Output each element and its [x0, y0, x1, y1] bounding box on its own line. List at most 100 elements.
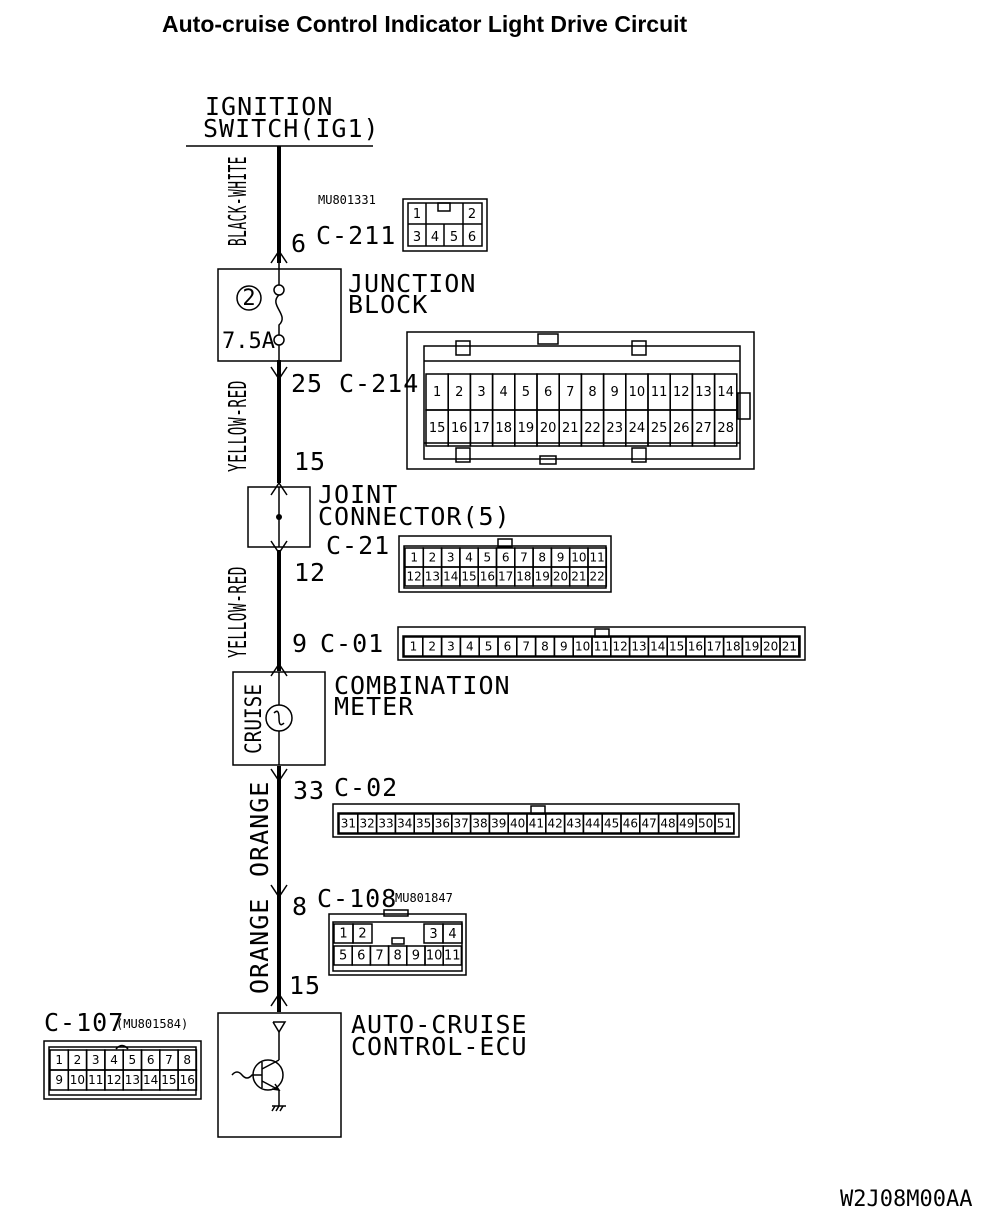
connector-pin: 12 — [613, 640, 628, 654]
combination-meter-label-2: METER — [334, 692, 414, 721]
terminal-icon — [272, 1021, 287, 1034]
connector-pin: 6 — [468, 230, 476, 245]
connector-pin: 16 — [180, 1073, 195, 1087]
connector-pin: 19 — [518, 421, 535, 436]
connector-pin: 22 — [590, 570, 605, 584]
connector-pin: 9 — [557, 551, 565, 565]
connector-pin: 8 — [538, 551, 546, 565]
connector-pin: 17 — [473, 421, 490, 436]
connector-pin: 5 — [450, 230, 458, 245]
lamp-filament-icon — [273, 710, 285, 726]
connector-pin: 2 — [358, 927, 366, 942]
connector-pin: 10 — [629, 385, 646, 400]
fuse-terminal-icon — [273, 284, 285, 296]
connector-part-c107: (MU801584) — [116, 1017, 188, 1031]
pin-number: 15 — [289, 971, 321, 1000]
connector-pin: 20 — [763, 640, 778, 654]
connector-pin: 9 — [560, 640, 568, 654]
connector-pin: 1 — [410, 551, 418, 565]
connector-pin: 17 — [707, 640, 722, 654]
connector-pin: 3 — [92, 1053, 100, 1067]
connector-pin: 35 — [416, 817, 431, 831]
diagram-code: W2J08M00AA — [840, 1187, 972, 1212]
connector-face-c211: 1 2 3 4 5 6 — [402, 198, 488, 252]
combination-meter-label-1: COMBINATION — [334, 671, 511, 700]
connector-pin: 18 — [516, 570, 531, 584]
connector-pin: 24 — [629, 421, 646, 436]
connector-pin: 15 — [161, 1073, 176, 1087]
connector-pin: 4 — [466, 640, 474, 654]
fuse-icon — [275, 294, 283, 335]
connector-pin: 21 — [782, 640, 797, 654]
pin-number: 9 — [292, 629, 308, 658]
connector-pin: 32 — [360, 817, 375, 831]
connector-pin: 3 — [447, 551, 455, 565]
connector-pin: 22 — [584, 421, 601, 436]
connector-pin: 18 — [495, 421, 512, 436]
connector-pin: 31 — [341, 817, 356, 831]
junction-block-label-2: BLOCK — [348, 290, 428, 319]
connector-pin: 12 — [407, 570, 422, 584]
wire-color-label: BLACK-WHITE — [223, 156, 252, 246]
connector-pin: 20 — [540, 421, 557, 436]
pin-number: 6 — [291, 229, 307, 258]
connector-pin: 47 — [642, 817, 657, 831]
combination-meter: CRUISE — [232, 671, 326, 766]
connector-pin: 4 — [465, 551, 473, 565]
connector-code-c01: C-01 — [320, 629, 384, 658]
connector-pin: 7 — [522, 640, 530, 654]
connector-pin: 36 — [435, 817, 450, 831]
fuse-rating: 7.5A — [222, 329, 275, 354]
junction-block-label-1: JUNCTION — [348, 269, 476, 298]
connector-pin: 11 — [594, 640, 609, 654]
connector-pin: 44 — [585, 817, 600, 831]
connector-pin: 5 — [485, 640, 493, 654]
connector-pin: 17 — [498, 570, 513, 584]
pin-number: 33 — [293, 776, 325, 805]
pin-number: 8 — [292, 892, 308, 921]
connector-pin: 10 — [426, 949, 443, 964]
connector-pin: 39 — [491, 817, 506, 831]
connector-pin: 11 — [88, 1073, 103, 1087]
connector-cavity — [587, 566, 608, 587]
connector-pin: 11 — [590, 551, 605, 565]
connector-pin: 6 — [502, 551, 510, 565]
ecu-label-2: CONTROL-ECU — [351, 1032, 528, 1061]
diagram-title: Auto-cruise Control Indicator Light Driv… — [162, 11, 688, 37]
connector-pin: 8 — [183, 1053, 191, 1067]
fuse-number: 2 — [242, 286, 255, 311]
fuse-terminal-icon — [273, 334, 285, 346]
connector-pin: 41 — [529, 817, 544, 831]
connector-pin: 21 — [562, 421, 579, 436]
connector-pin: 6 — [357, 949, 365, 964]
connector-pin: 12 — [673, 385, 690, 400]
connector-pin: 38 — [472, 817, 487, 831]
connector-cavity — [177, 1069, 198, 1091]
connector-part-c211: MU801331 — [318, 193, 376, 207]
connector-pin: 7 — [375, 949, 383, 964]
connector-pin: 15 — [429, 421, 446, 436]
connector-pin: 3 — [429, 927, 437, 942]
connector-cavity — [442, 923, 463, 944]
connector-pin: 2 — [468, 207, 476, 222]
connector-pin: 11 — [444, 949, 461, 964]
connector-pin: 13 — [125, 1073, 140, 1087]
connector-pin: 33 — [378, 817, 393, 831]
connector-pin: 37 — [454, 817, 469, 831]
wire-color-label: YELLOW-RED — [223, 380, 252, 472]
joint-connector-label-1: JOINT — [318, 480, 398, 509]
connector-pin: 26 — [673, 421, 690, 436]
connector-pin: 20 — [553, 570, 568, 584]
connector-pin: 2 — [429, 551, 437, 565]
connector-pin: 16 — [451, 421, 468, 436]
connector-pin: 49 — [679, 817, 694, 831]
connector-pin: 2 — [455, 385, 463, 400]
connector-pin: 46 — [623, 817, 638, 831]
connector-pin: 19 — [744, 640, 759, 654]
ecu-label-1: AUTO-CRUISE — [351, 1010, 528, 1039]
connector-pin: 11 — [651, 385, 668, 400]
